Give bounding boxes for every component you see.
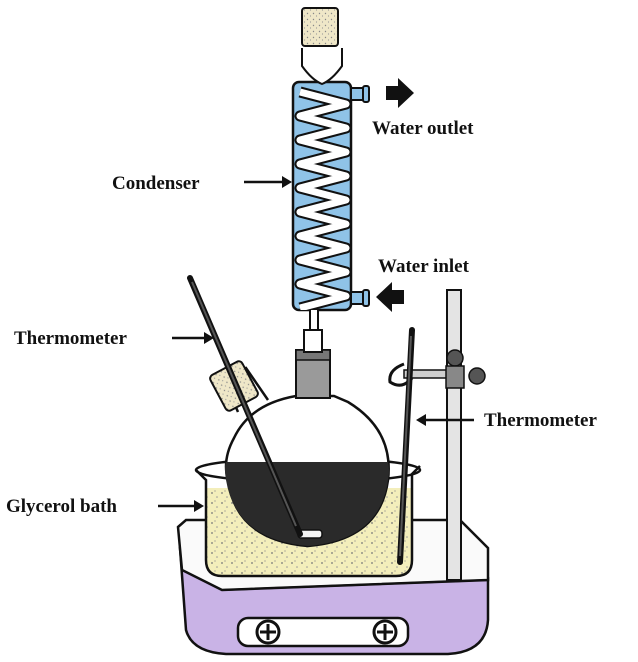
bath-thermometer: [397, 327, 415, 565]
left-arrow-icon: [376, 282, 404, 312]
water-inlet-port: [350, 289, 370, 307]
condenser-joint: [295, 329, 331, 399]
label-pointers: [158, 176, 474, 512]
beaker-wall: [195, 465, 421, 578]
hot-plate-edge: [181, 569, 489, 592]
thermometer-left-label: Thermometer: [14, 328, 127, 349]
temperature-knob-icon[interactable]: [255, 619, 281, 645]
condenser-bottom-neck: [309, 310, 319, 331]
thermometer-right-label: Thermometer: [484, 410, 597, 431]
flask-contents: [225, 462, 389, 546]
water-outlet-label: Water outlet: [372, 118, 474, 139]
water-inlet-label: Water inlet: [378, 256, 470, 277]
condenser-top-stopper: [301, 7, 339, 47]
stand-rod: [446, 289, 462, 581]
support-stand: [388, 289, 486, 581]
clamp: [388, 349, 486, 389]
hot-plate-control-panel: [236, 616, 410, 648]
stirring-knob-icon[interactable]: [372, 619, 398, 645]
condenser: [291, 7, 370, 331]
right-arrow-icon: [386, 78, 414, 108]
water-outlet-port: [350, 85, 370, 103]
flask-thermometer: [187, 275, 303, 537]
condenser-label: Condenser: [112, 173, 200, 194]
condenser-coil: [294, 86, 351, 310]
condenser-top-neck: [301, 48, 343, 86]
glycerol-bath-label: Glycerol bath: [6, 496, 117, 517]
